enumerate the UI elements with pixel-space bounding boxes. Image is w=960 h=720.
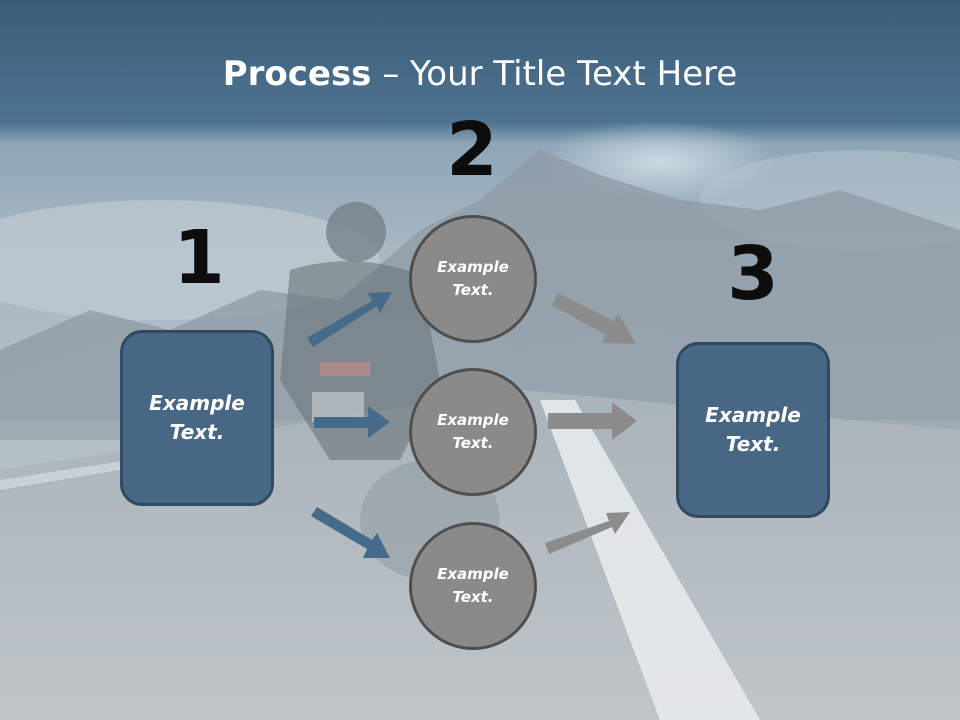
circle-top-text: Example Text. bbox=[437, 258, 509, 299]
circle-bottom-text: Example Text. bbox=[437, 565, 509, 606]
circle-middle-text: Example Text. bbox=[437, 411, 509, 452]
left-step-text: Example Text. bbox=[149, 391, 245, 444]
circle-top: Example Text. bbox=[409, 215, 537, 343]
title-rest: – Your Title Text Here bbox=[371, 54, 738, 94]
slide-title: Process – Your Title Text Here bbox=[0, 52, 960, 96]
circle-bottom: Example Text. bbox=[409, 522, 537, 650]
arrow-left-to-top bbox=[307, 292, 392, 347]
left-step-box: Example Text. bbox=[120, 330, 274, 506]
arrow-middle-to-right bbox=[548, 402, 637, 440]
right-step-text: Example Text. bbox=[705, 403, 801, 456]
right-step-box: Example Text. bbox=[676, 342, 830, 518]
arrow-left-to-bottom bbox=[311, 507, 390, 558]
title-bold: Process bbox=[222, 54, 372, 94]
step-number-1: 1 bbox=[173, 215, 225, 301]
arrow-left-to-middle bbox=[314, 406, 390, 438]
step-number-3: 3 bbox=[727, 231, 779, 317]
step-number-2: 2 bbox=[446, 107, 498, 193]
arrow-top-to-right bbox=[552, 293, 636, 344]
circle-middle: Example Text. bbox=[409, 368, 537, 496]
arrow-bottom-to-right bbox=[545, 512, 630, 554]
